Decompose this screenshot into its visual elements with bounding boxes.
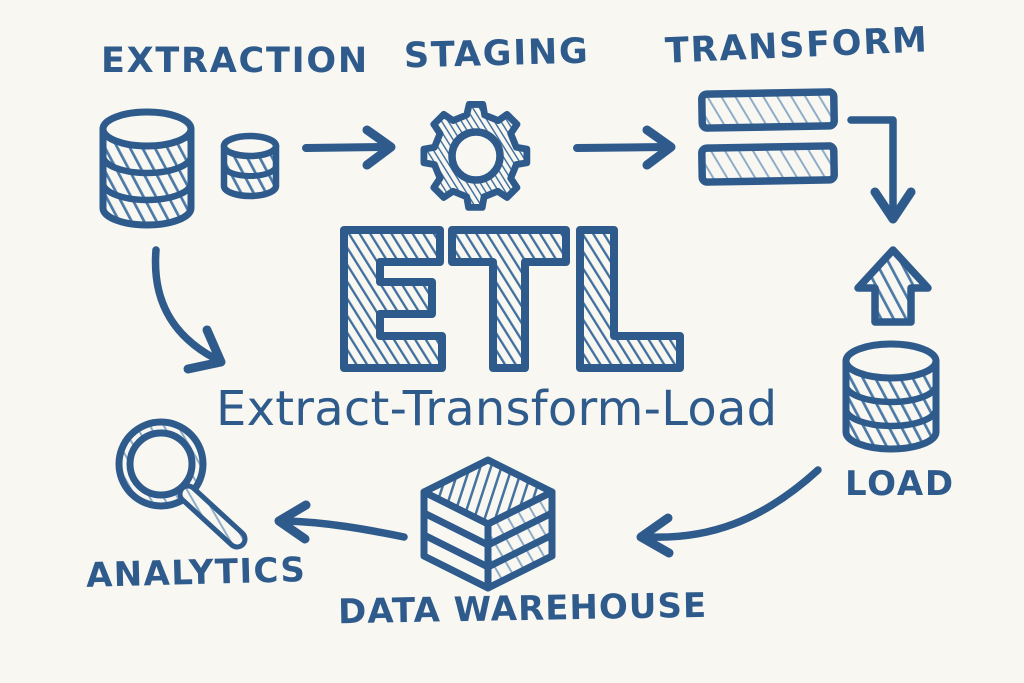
arrow-curved-left-icon-load-warehouse [636, 466, 822, 558]
arrow-curved-down-icon [151, 246, 226, 374]
arrow-right-icon-extraction-staging [302, 125, 396, 170]
cube-stack-icon [420, 456, 556, 592]
gear-icon [420, 101, 531, 211]
arrow-elbow-down-icon [847, 116, 916, 224]
label-load: LOAD [845, 464, 955, 504]
etl-title-letters [340, 226, 684, 372]
database-cylinders-icon [99, 108, 280, 229]
arrow-curved-left-icon-warehouse-analytics [274, 500, 408, 544]
label-analytics: ANALYTICS [85, 550, 307, 596]
label-staging: STAGING [403, 31, 590, 77]
equals-bars-icon [698, 88, 838, 186]
etl-subtitle: Extract-Transform-Load [216, 381, 778, 437]
magnifier-icon [115, 418, 248, 550]
label-extraction: EXTRACTION [101, 41, 369, 81]
label-data-warehouse: DATA WAREHOUSE [337, 585, 708, 633]
arrow-right-icon-staging-transform [573, 125, 676, 170]
database-upload-icon [842, 246, 940, 453]
